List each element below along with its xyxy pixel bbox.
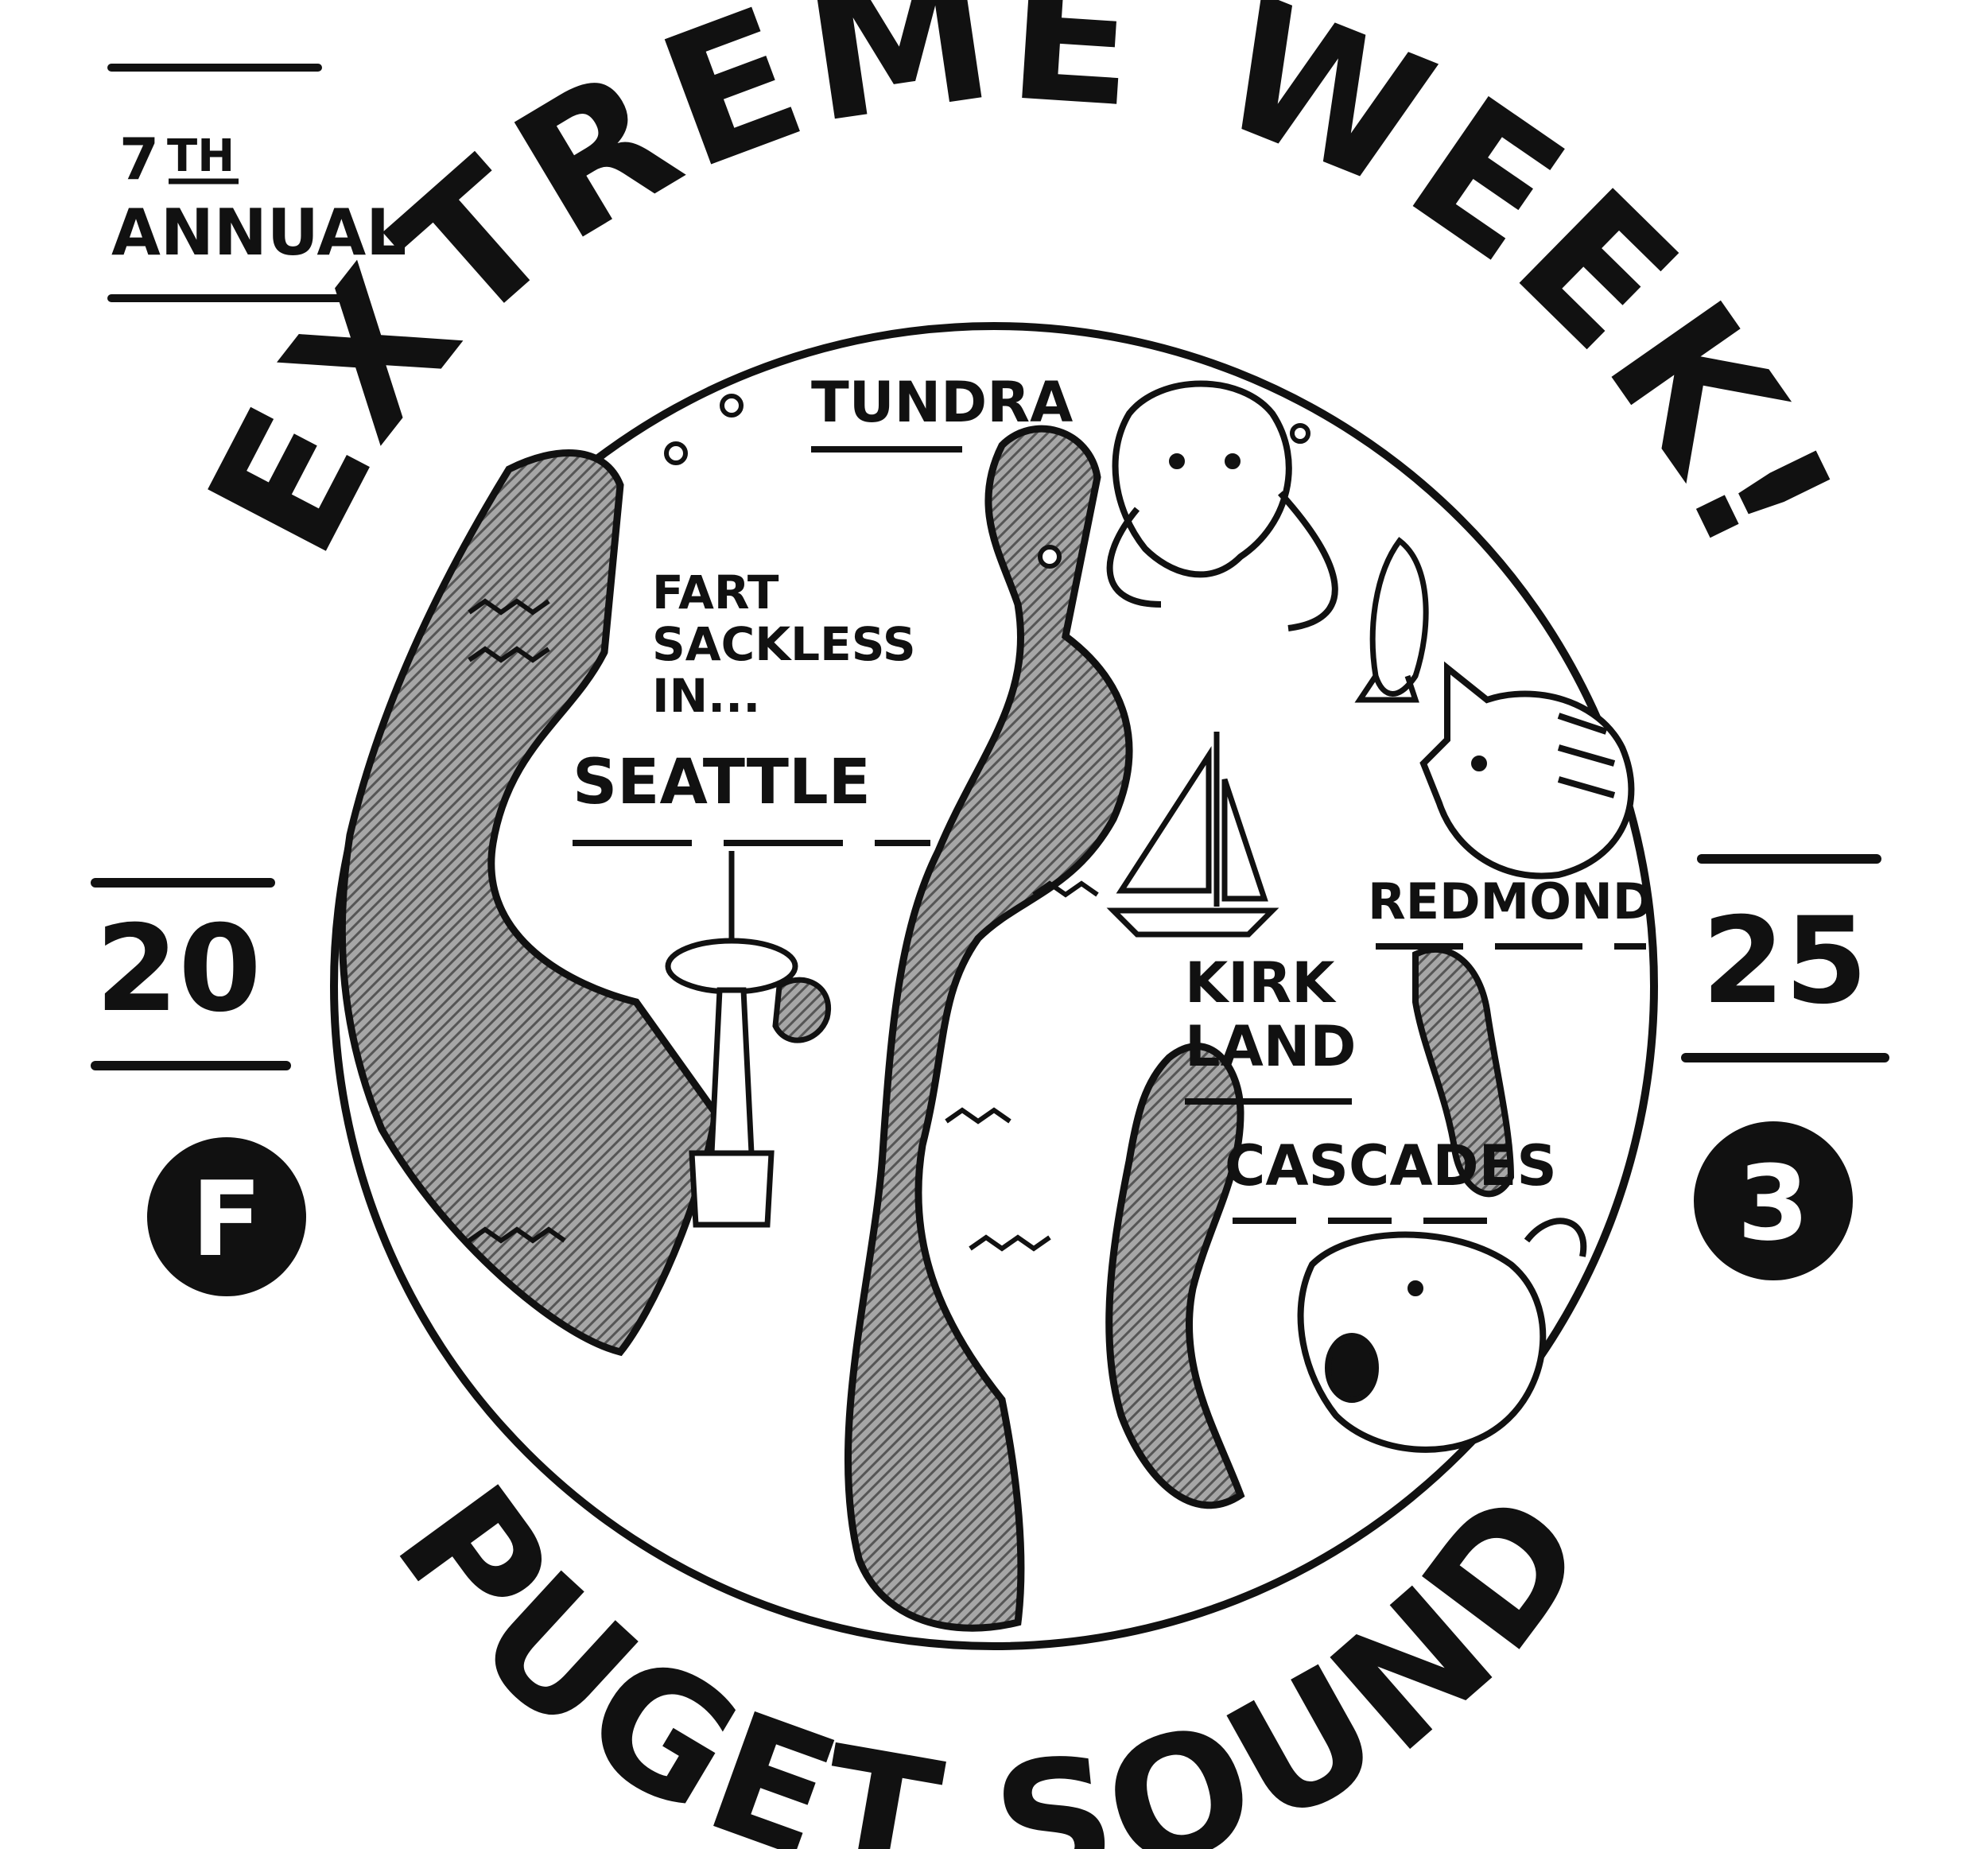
bear-icon [1297, 1218, 1587, 1453]
label-in: IN... [652, 669, 760, 723]
landmass-central [844, 425, 1133, 1632]
year-right-block: 25 [1681, 854, 1889, 1062]
ordinal-number: 7 [119, 126, 159, 192]
mammoth-icon [1106, 380, 1338, 631]
label-land: LAND [1185, 1014, 1356, 1079]
annual-block: 7 TH ANNUAL [107, 64, 406, 302]
wave-icon [468, 598, 1099, 1252]
label-kirk: KIRK [1185, 950, 1337, 1016]
annual-text: ANNUAL [111, 196, 406, 270]
island [772, 977, 831, 1043]
landmass-east [1105, 1043, 1245, 1509]
year-left: 20 [95, 900, 262, 1039]
year-right: 25 [1702, 892, 1868, 1031]
label-seattle: SEATTLE [573, 747, 871, 818]
badge-right: 3 [1694, 1121, 1853, 1280]
sailboat-icon [1106, 732, 1279, 938]
landmass-west [338, 449, 720, 1357]
badge-left-letter: F [192, 1159, 262, 1280]
ordinal-suffix: TH [167, 130, 235, 182]
badge-right-letter: 3 [1738, 1143, 1809, 1264]
space-needle-icon [665, 851, 798, 1228]
tiger-icon [1419, 661, 1635, 880]
label-redmond: REDMOND [1368, 872, 1653, 930]
label-fart: FART [652, 565, 779, 620]
fish-icon [1354, 537, 1429, 703]
year-left-block: 20 [91, 878, 291, 1070]
label-tundra: TUNDRA [811, 370, 1073, 435]
globe: TUNDRA FART SACKLESS IN... SEATTLE REDMO… [330, 322, 1658, 1650]
sky-dots [664, 394, 1310, 569]
label-sackless: SACKLESS [652, 617, 916, 671]
label-cascades: CASCADES [1225, 1133, 1557, 1198]
landmass-redmond [1412, 946, 1515, 1198]
badge-left: F [147, 1137, 306, 1296]
